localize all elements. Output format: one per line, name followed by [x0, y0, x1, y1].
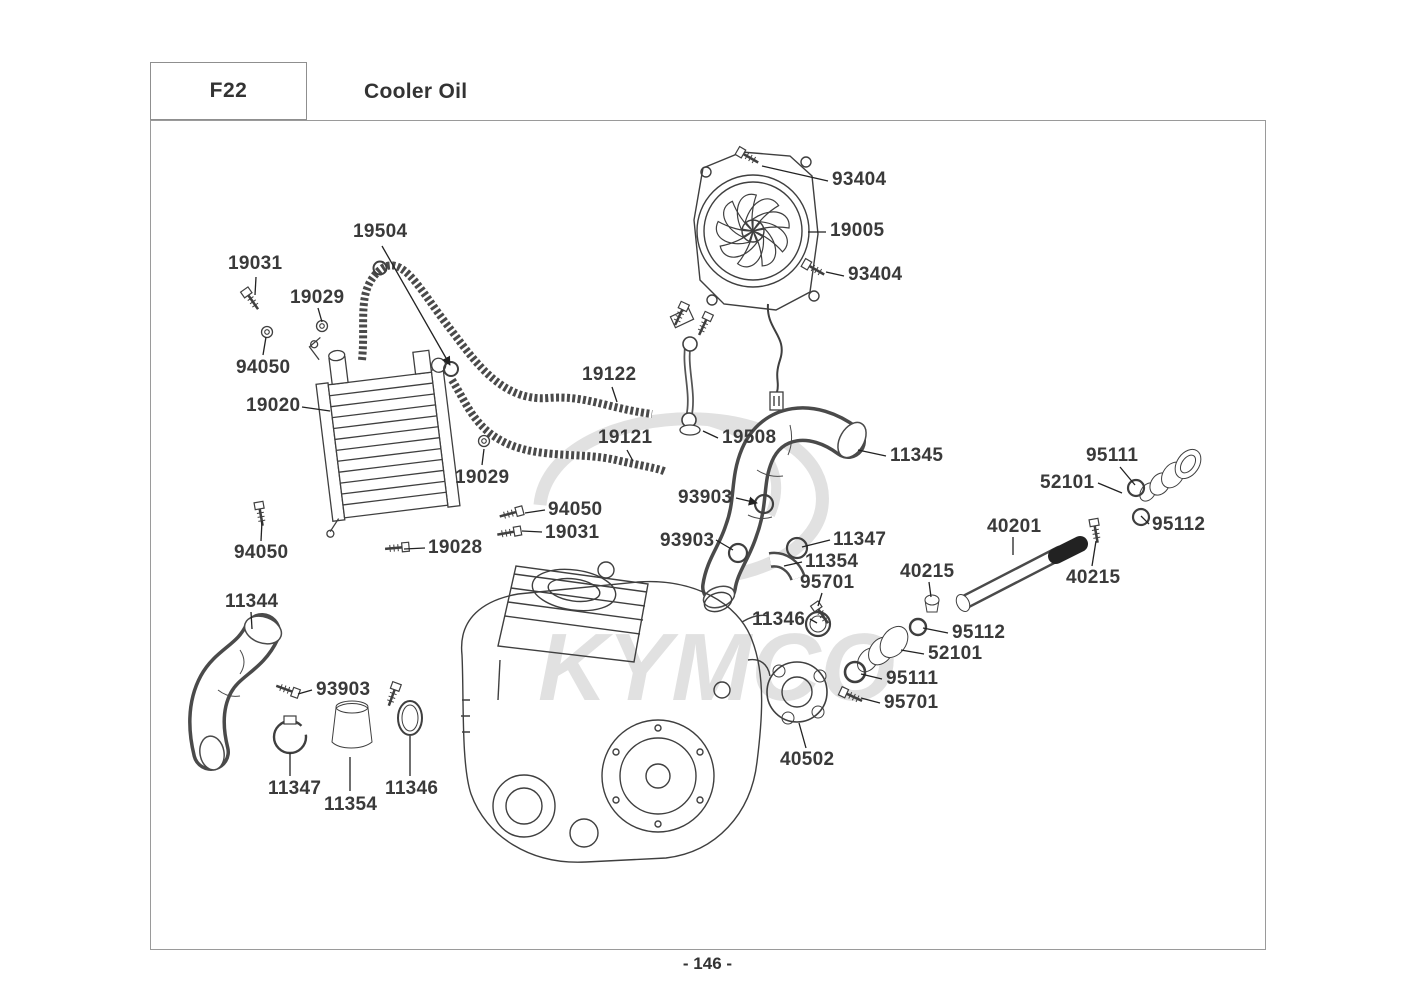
rings-mid [843, 617, 928, 684]
oil-hose-upper-19122 [358, 261, 653, 418]
kymco-watermark: KYMCO [533, 412, 895, 721]
page-number: - 146 - [682, 954, 733, 973]
clamp-11347-bottom [272, 715, 308, 755]
intake-duct-11345 [701, 406, 867, 609]
rings-top-right [1126, 478, 1151, 527]
ring-11346-bottom [397, 700, 423, 736]
hose-clamp-19504 [372, 260, 459, 377]
page-title: Cooler Oil [364, 80, 468, 103]
oil-pipe-19508 [669, 307, 701, 436]
elbow-duct-11344 [188, 613, 283, 771]
oil-hose-lower-19121 [448, 377, 668, 476]
bolt-40215-right [1087, 517, 1104, 545]
engine-assembly [460, 561, 771, 863]
boot-52101-mid [857, 625, 909, 673]
boot-52101-top [1139, 448, 1202, 502]
diagram-frame [150, 120, 1266, 950]
outlet-flange-40502 [766, 661, 828, 725]
plug-40215-left [924, 594, 940, 613]
joint-cluster-right [768, 536, 832, 638]
leader-lines [250, 165, 1150, 791]
cooling-fan [693, 151, 820, 411]
fan-bolt-top [733, 145, 762, 168]
watermark-text: KYMCO [538, 614, 895, 721]
oil-cooler [308, 336, 461, 538]
section-code: F22 [209, 79, 248, 102]
rubber-joint-11354-bottom [331, 700, 373, 749]
shaft-40201 [955, 536, 1088, 612]
section-code-box: F22 [150, 62, 307, 120]
screws-93903-bottom [273, 680, 403, 709]
